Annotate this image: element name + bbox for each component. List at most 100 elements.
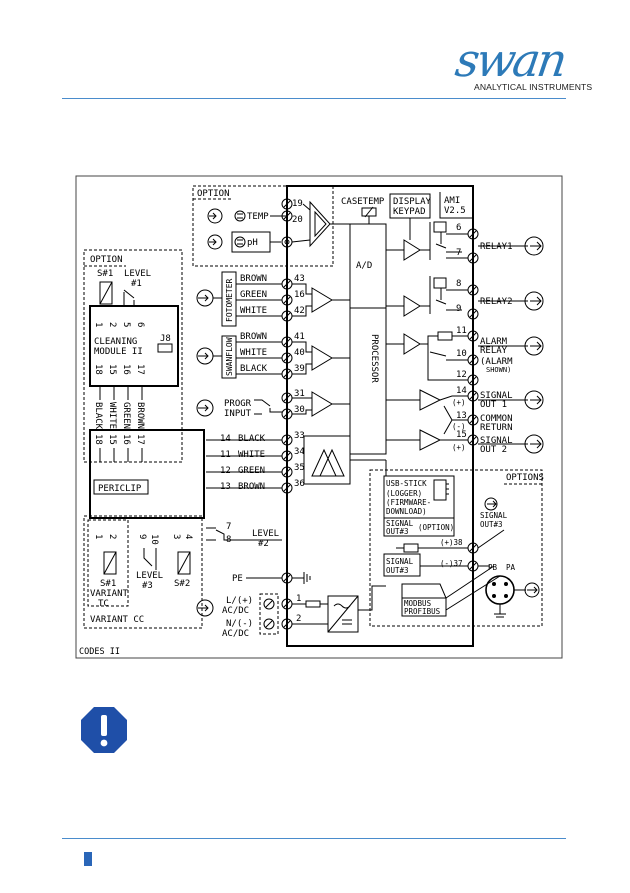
cm-pin-2: 2 <box>107 322 117 327</box>
ad-label: A/D <box>356 261 372 271</box>
variant-label: VARIANT <box>90 589 129 599</box>
level2-pin-8: 8 <box>226 535 231 545</box>
footer-marker <box>84 852 92 866</box>
signal-out2-amp <box>419 429 442 451</box>
fotometer-wire-white: WHITE <box>240 306 267 316</box>
terminal-42-label: 42 <box>294 306 305 316</box>
relay1-output-symbol <box>524 236 544 256</box>
usb-label-4: DOWNLOAD) <box>386 507 427 516</box>
terminal-35-label: 35 <box>294 463 305 473</box>
processor-box <box>349 307 387 455</box>
display-label: DISPLAY <box>393 197 432 207</box>
options-box <box>369 469 543 627</box>
variant-cc-label: VARIANT CC <box>90 615 144 625</box>
periclip-wire-green: GREEN <box>238 466 265 476</box>
terminal-31-label: 31 <box>294 389 305 399</box>
periclip-box <box>89 429 205 519</box>
power-supply-box <box>327 595 359 633</box>
s2-pin-4: 4 <box>183 534 193 539</box>
minus-1: (-) <box>452 422 466 431</box>
so3-option-label-1: SIGNAL <box>386 519 414 528</box>
pe-label: PE <box>232 574 243 584</box>
pb-label: PB <box>488 563 498 572</box>
terminal-20-label: 20 <box>292 215 303 225</box>
so3-right-label-2: OUT#3 <box>480 520 503 529</box>
header-rule <box>62 98 566 99</box>
progr-amp <box>311 391 333 417</box>
so3-right-label-1: SIGNAL <box>480 511 508 520</box>
terminal-37-label: (-)37 <box>440 559 463 568</box>
brand-logo-block: swan ANALYTICAL INSTRUMENTS <box>452 33 592 98</box>
mains-terminal-l <box>263 598 275 610</box>
profibus-output-symbol <box>524 582 540 598</box>
terminal-14 <box>467 390 479 402</box>
level3-label: LEVEL <box>136 571 163 581</box>
processor-label: PROCESSOR <box>369 334 379 383</box>
progr-label: PROGR <box>224 399 252 409</box>
options-label: OPTIONS <box>506 473 544 483</box>
mains-input-symbol <box>196 599 214 617</box>
option-top-box <box>192 185 334 267</box>
alarm-label-2: RELAY <box>480 346 508 356</box>
footer-rule <box>62 838 566 839</box>
terminal-40 <box>281 352 293 364</box>
ac-dc-label-2: AC/DC <box>222 629 249 639</box>
input-amplifier <box>309 200 331 248</box>
alarm-label-1: ALARM <box>480 337 508 347</box>
temp-label: TEMP <box>247 212 269 222</box>
signal-out3-box <box>383 553 421 577</box>
level1-label: LEVEL <box>124 269 151 279</box>
relay1-driver <box>403 239 421 261</box>
cm-pin-6: 6 <box>135 322 145 327</box>
terminal-30-label: 30 <box>294 405 305 415</box>
option-top-label: OPTION <box>197 189 230 199</box>
swanflow-amp <box>311 345 333 371</box>
terminal-33-label: 33 <box>294 431 305 441</box>
terminal-41-label: 41 <box>294 332 305 342</box>
pin-13: 13 <box>220 482 231 492</box>
keypad-label: KEYPAD <box>393 207 426 217</box>
cm-wire-white: WHITE <box>107 402 117 429</box>
cm-pin-1: 1 <box>93 322 103 327</box>
profibus-label: PROFIBUS <box>404 607 441 616</box>
relay2-output-symbol <box>524 291 544 311</box>
level2-label: LEVEL <box>252 529 279 539</box>
temp-sensor-symbol <box>207 208 223 224</box>
pc-pin-17: 17 <box>135 434 145 445</box>
cm-wire-green: GREEN <box>121 402 131 429</box>
modbus-label: MODBUS <box>404 599 432 608</box>
terminal-8-label: 8 <box>456 279 461 289</box>
periclip-wire-brown: BROWN <box>238 482 265 492</box>
profibus-connector <box>485 575 515 605</box>
pin-12: 12 <box>220 466 231 476</box>
n-minus-label: N/(-) <box>226 619 253 629</box>
mains-terminal-n <box>263 618 275 630</box>
periclip-label: PERICLIP <box>98 484 142 494</box>
return-label: RETURN <box>480 423 513 433</box>
terminal-16a <box>281 294 293 306</box>
ph-sensor-symbol <box>207 234 223 250</box>
plus-2: (+) <box>452 443 466 452</box>
ac-dc-label-1: AC/DC <box>222 606 249 616</box>
fotometer-label: FOTOMETER <box>225 278 234 322</box>
usb-stick-box <box>383 475 455 537</box>
option-left-label: OPTION <box>90 255 123 265</box>
swanflow-wire-white: WHITE <box>240 348 267 358</box>
signal-out1-amp <box>419 389 442 411</box>
pc-pin-16: 16 <box>121 434 131 445</box>
cm-pin-5: 5 <box>121 322 131 327</box>
periclip-label-box <box>93 479 149 495</box>
terminal-10 <box>467 354 479 366</box>
level1-label-2: #1 <box>131 279 142 289</box>
signal-out1-label-2: OUT 1 <box>480 400 507 410</box>
pa-label: PA <box>506 563 516 572</box>
terminal-13-label: 13 <box>456 411 467 421</box>
terminal-7-label: 7 <box>456 248 461 258</box>
signal-out2-label-2: OUT 2 <box>480 445 507 455</box>
terminal-38-label: (+)38 <box>440 538 463 547</box>
cm-wire-black: BLACK <box>93 402 103 430</box>
level3-pin-10: 10 <box>149 534 159 545</box>
casetemp-label: CASETEMP <box>341 197 385 207</box>
terminal-1-label: 1 <box>296 594 301 604</box>
fotometer-wire-green: GREEN <box>240 290 267 300</box>
